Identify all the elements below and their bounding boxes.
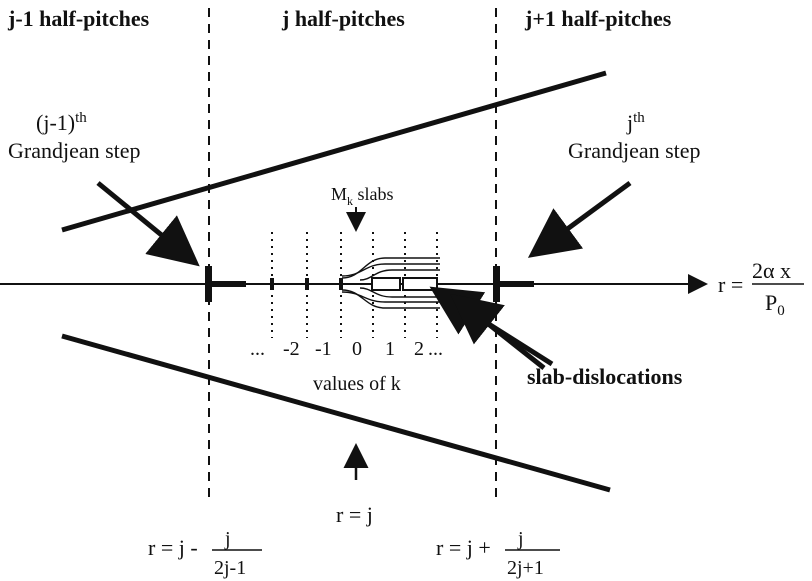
- left-step-label-line2: Grandjean step: [8, 138, 141, 163]
- r-equals-j-label: r = j: [336, 502, 373, 527]
- left-formula-numerator: j: [224, 528, 231, 550]
- left-formula-denominator: 2j-1: [214, 557, 246, 579]
- k-values-caption: values of k: [313, 373, 401, 395]
- right-grandjean-step: [493, 266, 534, 302]
- left-grandjean-step: [205, 266, 246, 302]
- header-left-label: j-1 half-pitches: [7, 6, 150, 31]
- right-formula-numerator: j: [517, 528, 524, 550]
- left-step-label-line1: (j-1)th: [36, 110, 87, 135]
- left-boundary-formula: r = j - j 2j-1: [148, 528, 262, 579]
- upper-wedge-line: [61, 70, 607, 233]
- axis-numerator: 2α x: [752, 258, 791, 283]
- right-boundary-formula: r = j + j 2j+1: [436, 528, 560, 579]
- axis-denominator: P0: [765, 290, 785, 319]
- left-step-arrow: [96, 181, 200, 267]
- right-formula-denominator: 2j+1: [507, 557, 544, 579]
- right-step-arrow: [527, 180, 632, 258]
- dislocation-layers: [341, 257, 440, 309]
- right-formula-prefix: r = j +: [436, 535, 491, 560]
- right-step-label-line2: Grandjean step: [568, 138, 701, 163]
- k-values: ... -2 -1 0 1 2 ...: [250, 338, 443, 360]
- dislocation-box-1: [371, 277, 401, 291]
- k-value: -2: [283, 338, 300, 360]
- k-value: -1: [315, 338, 332, 360]
- header-right-label: j+1 half-pitches: [524, 6, 672, 31]
- slab-dislocations-label: slab-dislocations: [527, 364, 683, 389]
- k-ellipsis-left: ...: [250, 338, 265, 360]
- slab-ticks: [270, 278, 343, 290]
- dislocation-arrow-2: [450, 293, 546, 370]
- slabs-label: Mk slabs: [331, 184, 394, 208]
- left-formula-prefix: r = j -: [148, 535, 198, 560]
- k-value: 1: [385, 338, 395, 360]
- k-value: 0: [352, 338, 362, 360]
- k-ellipsis-right: ...: [428, 338, 443, 360]
- k-value: 2: [414, 338, 424, 360]
- axis-r-equals: r =: [718, 272, 743, 297]
- axis-formula: r = 2α x P0: [718, 258, 804, 319]
- right-step-label-line1: jth: [626, 110, 645, 135]
- header-middle-label: j half-pitches: [281, 6, 405, 31]
- lower-wedge-line: [61, 333, 611, 493]
- dislocation-box-2: [402, 277, 438, 291]
